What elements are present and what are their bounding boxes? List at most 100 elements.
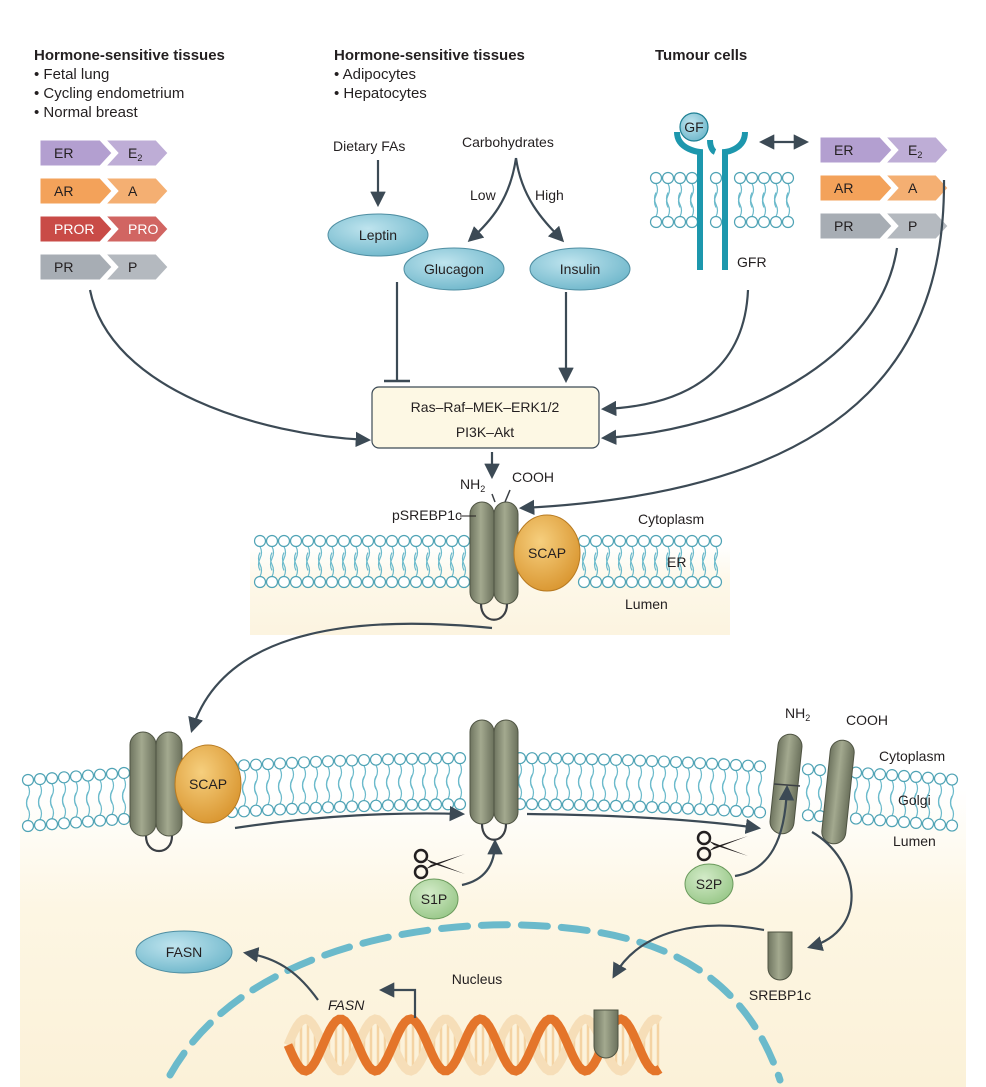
- fasn-gene-label: FASN: [328, 997, 365, 1013]
- golgi-nh2-label: NH2: [785, 705, 810, 723]
- high-label: High: [535, 187, 564, 203]
- receptor-shape: [39, 139, 113, 167]
- golgi-label: Golgi: [898, 792, 931, 808]
- srebp-golgi-middle: [469, 719, 519, 841]
- nuclear-envelope: [166, 921, 784, 1084]
- middle-panel: Hormone-sensitive tissues • Adipocytes •…: [327, 47, 631, 384]
- receptor-shape: [819, 212, 893, 240]
- left-item: • Fetal lung: [34, 66, 109, 83]
- scissors-icon: [413, 848, 465, 880]
- scissors-icon: [696, 830, 748, 862]
- gfr-label: GFR: [737, 254, 767, 270]
- pathway-line-2: PI3K–Akt: [456, 424, 514, 440]
- fasn-protein: [135, 930, 233, 974]
- golgi-lumen-label: Lumen: [893, 833, 936, 849]
- fasn-protein-label: FASN: [166, 944, 203, 960]
- gf-ligand: [679, 112, 709, 142]
- insulin-label: Insulin: [560, 261, 600, 277]
- er-cytoplasm-label: Cytoplasm: [638, 511, 704, 527]
- receptor-label: AR: [834, 180, 853, 196]
- ligand-label: A: [908, 180, 918, 196]
- ligand-shape: [104, 253, 169, 281]
- er-lumen-label: Lumen: [625, 596, 668, 612]
- low-label: Low: [470, 187, 497, 203]
- s2p-enzyme: [684, 863, 734, 905]
- receptor-ligand-pair: PR P: [819, 212, 949, 240]
- right-heading: Tumour cells: [655, 47, 747, 64]
- insulin-node: [529, 247, 631, 291]
- receptor-label: PROR: [54, 221, 94, 237]
- s1p-label: S1P: [421, 891, 447, 907]
- receptor-shape: [39, 253, 113, 281]
- left-heading: Hormone-sensitive tissues: [34, 47, 225, 64]
- receptor-ligand-pair: PR P: [39, 253, 169, 281]
- scap-golgi-label: SCAP: [189, 776, 227, 792]
- gfr-receptor: [674, 131, 748, 270]
- ligand-shape: [104, 139, 169, 167]
- scap-golgi: [174, 744, 242, 824]
- er-membrane: [253, 534, 723, 589]
- ligand-label: E2: [128, 145, 142, 163]
- ligand-label: E2: [908, 142, 922, 160]
- golgi-cooh-label: COOH: [846, 712, 888, 728]
- receptor-label: ER: [834, 142, 853, 158]
- middle-item: • Adipocytes: [334, 66, 416, 83]
- ligand-label: P: [128, 259, 137, 275]
- er-nh2-label: NH2: [460, 476, 485, 494]
- ligand-label: PRO: [128, 221, 158, 237]
- ligand-shape: [104, 215, 169, 243]
- ligand-label: A: [128, 183, 138, 199]
- psrebp1c-label: pSREBP1c: [392, 507, 462, 523]
- dietary-fas-label: Dietary FAs: [333, 138, 405, 154]
- srebp1c-mature: [767, 931, 793, 981]
- receptor-shape: [819, 136, 893, 164]
- receptor-ligand-pair: ER E2: [39, 139, 169, 167]
- ligand-shape: [104, 177, 169, 205]
- scap-er-label: SCAP: [528, 545, 566, 561]
- leptin-label: Leptin: [359, 227, 397, 243]
- gfr-membrane: [649, 171, 795, 229]
- receptor-label: ER: [54, 145, 73, 161]
- ligand-shape: [884, 136, 949, 164]
- scap-er: [513, 514, 581, 592]
- receptor-ligand-pair: AR A: [819, 174, 949, 202]
- srebp1c-label: SREBP1c: [749, 987, 811, 1003]
- left-panel: Hormone-sensitive tissues • Fetal lung •…: [34, 47, 225, 281]
- er-label: ER: [667, 554, 686, 570]
- receptor-shape: [39, 215, 113, 243]
- receptor-label: PR: [834, 218, 853, 234]
- leptin-node: [327, 213, 429, 257]
- ligand-shape: [884, 174, 949, 202]
- glucagon-node: [403, 247, 505, 291]
- ligand-shape: [884, 212, 949, 240]
- er-cooh-label: COOH: [512, 469, 554, 485]
- ligand-label: P: [908, 218, 917, 234]
- glucagon-label: Glucagon: [424, 261, 484, 277]
- middle-heading: Hormone-sensitive tissues: [334, 47, 525, 64]
- receptor-label: PR: [54, 259, 73, 275]
- carbohydrates-label: Carbohydrates: [462, 134, 554, 150]
- golgi-cytoplasm-label: Cytoplasm: [879, 748, 945, 764]
- srebp-scap-golgi: [129, 731, 183, 852]
- receptor-shape: [819, 174, 893, 202]
- left-item: • Normal breast: [34, 104, 138, 121]
- receptor-ligand-pair: PROR PRO: [39, 215, 169, 243]
- pathway-line-1: Ras–Raf–MEK–ERK1/2: [411, 399, 560, 415]
- receptor-ligand-pair: AR A: [39, 177, 169, 205]
- s2p-label: S2P: [696, 876, 722, 892]
- left-item: • Cycling endometrium: [34, 85, 184, 102]
- middle-item: • Hepatocytes: [334, 85, 427, 102]
- receptor-shape: [39, 177, 113, 205]
- receptor-label: AR: [54, 183, 73, 199]
- srebp1c-bound-dna: [593, 1009, 619, 1059]
- psrebp1c-er: [469, 489, 519, 621]
- dna-helix: [283, 1014, 663, 1076]
- receptor-ligand-pair: ER E2: [819, 136, 949, 164]
- nucleus-label: Nucleus: [452, 971, 503, 987]
- gf-label: GF: [684, 119, 703, 135]
- signalling-pathway-box: Ras–Raf–MEK–ERK1/2 PI3K–Akt: [371, 386, 600, 449]
- srebp-cleaved-golgi: [769, 733, 855, 845]
